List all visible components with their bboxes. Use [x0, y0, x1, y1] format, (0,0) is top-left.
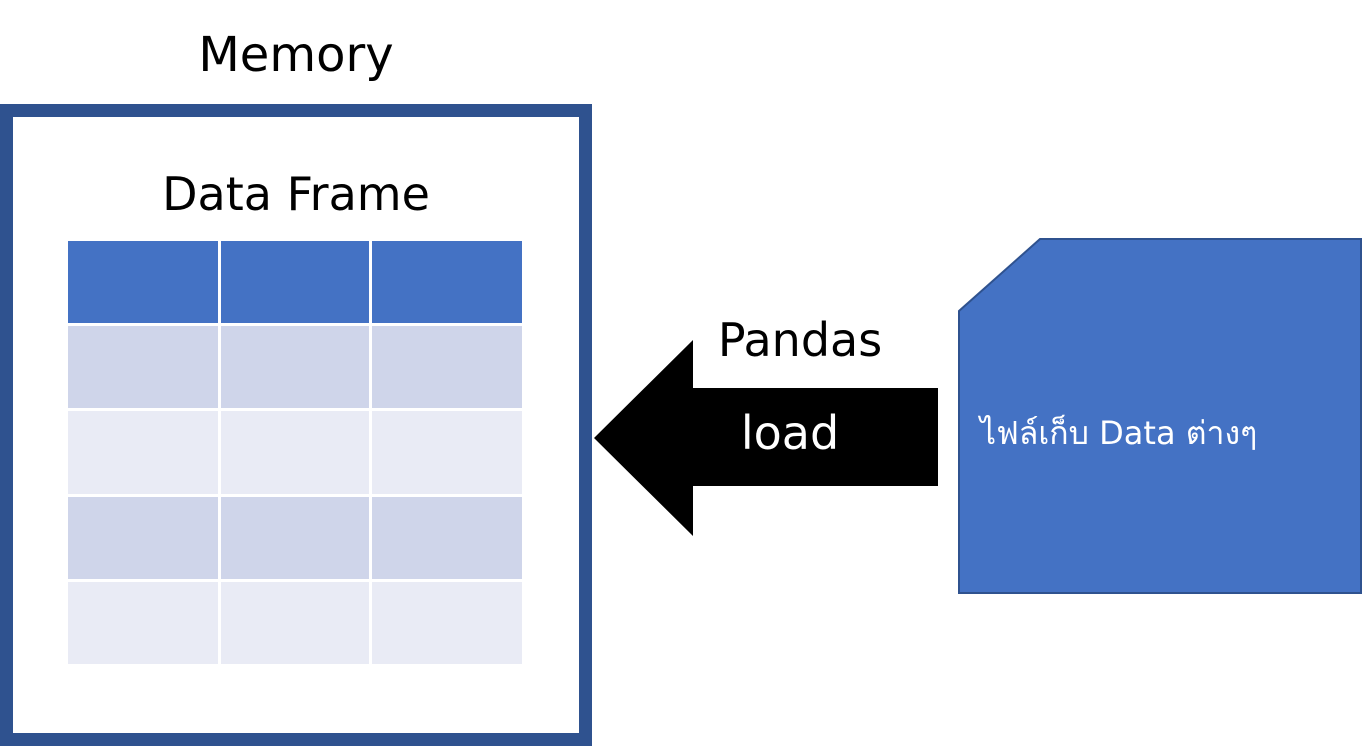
pandas-label: Pandas	[717, 313, 883, 367]
table-cell	[68, 578, 221, 664]
memory-title: Memory	[198, 27, 394, 83]
file-icon	[958, 238, 1362, 594]
dataframe-table	[68, 241, 522, 664]
table-row	[68, 323, 522, 412]
table-cell	[369, 493, 522, 582]
arrow-shape	[594, 340, 938, 536]
table-row	[68, 578, 522, 664]
table-cell	[369, 578, 522, 664]
load-label: load	[740, 406, 840, 460]
table-row	[68, 408, 522, 497]
table-cell	[68, 493, 221, 582]
load-arrow	[594, 340, 938, 536]
table-header-cell	[217, 241, 373, 327]
table-cell	[217, 493, 373, 582]
file-label: ไฟล์เก็บ Data ต่างๆ	[980, 414, 1258, 452]
table-row	[68, 493, 522, 582]
file-shape	[958, 238, 1362, 594]
table-cell	[217, 323, 373, 412]
dataframe-title: Data Frame	[162, 167, 430, 221]
table-header-cell	[369, 241, 522, 327]
table-cell	[217, 578, 373, 664]
table-cell	[217, 408, 373, 497]
table-cell	[68, 323, 221, 412]
table-header-cell	[68, 241, 221, 327]
table-header-row	[68, 241, 522, 327]
table-cell	[369, 323, 522, 412]
table-cell	[68, 408, 221, 497]
table-cell	[369, 408, 522, 497]
